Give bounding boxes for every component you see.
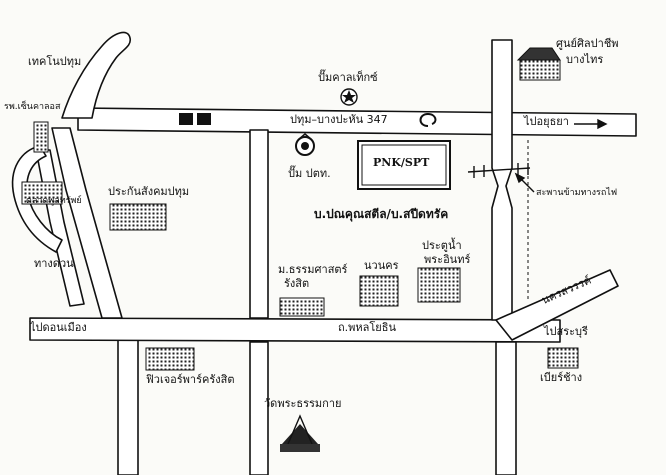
label-company-name: บ.ปณคุณสตีล/บ.สปีดทรัค	[314, 207, 449, 221]
label-rail-bridge: สะพานข้ามทางรถไฟ	[536, 188, 618, 198]
label-pnk-spt: PNK/SPT	[373, 156, 430, 169]
building-icon	[21, 47, 579, 371]
label-prathunam-2: พระอินทร์	[424, 253, 471, 266]
road-phahonyothin	[29, 317, 561, 343]
bridge-pointer-icon	[514, 172, 535, 193]
label-beer-chang: เบียร์ช้าง	[540, 371, 583, 384]
road-middle-lower	[249, 341, 269, 475]
label-phahonyothin: ถ.พหลโยธิน	[338, 321, 396, 334]
label-art-center-1: ศูนย์ศิลปาชีพ	[556, 37, 619, 50]
label-ptt: ปั๊ม ปตท.	[288, 167, 331, 180]
overpass-markers	[179, 112, 437, 127]
label-thang-duan: ทางด่วน	[34, 257, 74, 270]
label-hospital: รพ.เซ็นคาลอส	[4, 102, 61, 112]
arrow-icon	[574, 118, 608, 130]
label-thammasat-2: รังสิต	[284, 277, 310, 290]
label-road-347: ปทุม–บางปะหัน 347	[290, 113, 388, 126]
label-prathunam-1: ประตูน้ำ	[422, 239, 462, 252]
road-nakhon-sawan	[495, 269, 619, 341]
road-middle-vertical	[249, 129, 269, 319]
label-navanakorn: นวนคร	[364, 259, 399, 272]
label-wat-dhammakaya: วัดพระธรรมกาย	[264, 397, 342, 410]
fuel-icon	[340, 88, 358, 106]
label-market: ตลาดพูลทรัพย์	[26, 196, 82, 206]
label-art-center-2: บางไทร	[566, 53, 604, 66]
label-thammasat-1: ม.ธรรมศาสตร์	[278, 263, 348, 276]
road-techno	[61, 31, 132, 119]
label-techno: เทคโนปทุม	[28, 55, 82, 68]
label-to-ayutthaya: ไปอยุธยา	[524, 115, 569, 128]
label-caltex: ปั๊มคาลเท็กซ์	[318, 71, 378, 84]
road-right-vertical	[491, 39, 513, 321]
label-future-park: ฟิวเจอร์พาร์ครังสิต	[146, 373, 235, 386]
road-right-lower	[495, 341, 517, 475]
company-box	[357, 140, 451, 190]
railway-icon	[467, 163, 531, 178]
ptt-icon	[295, 132, 315, 156]
road-left-vertical	[117, 337, 139, 475]
road-network	[11, 31, 637, 475]
label-social-security: ประกันสังคมปทุม	[108, 185, 190, 198]
label-to-saraburi: ไปสระบุรี	[544, 325, 588, 338]
temple-icon	[280, 414, 320, 452]
label-to-don-mueang: ไปดอนเมือง	[30, 321, 87, 334]
